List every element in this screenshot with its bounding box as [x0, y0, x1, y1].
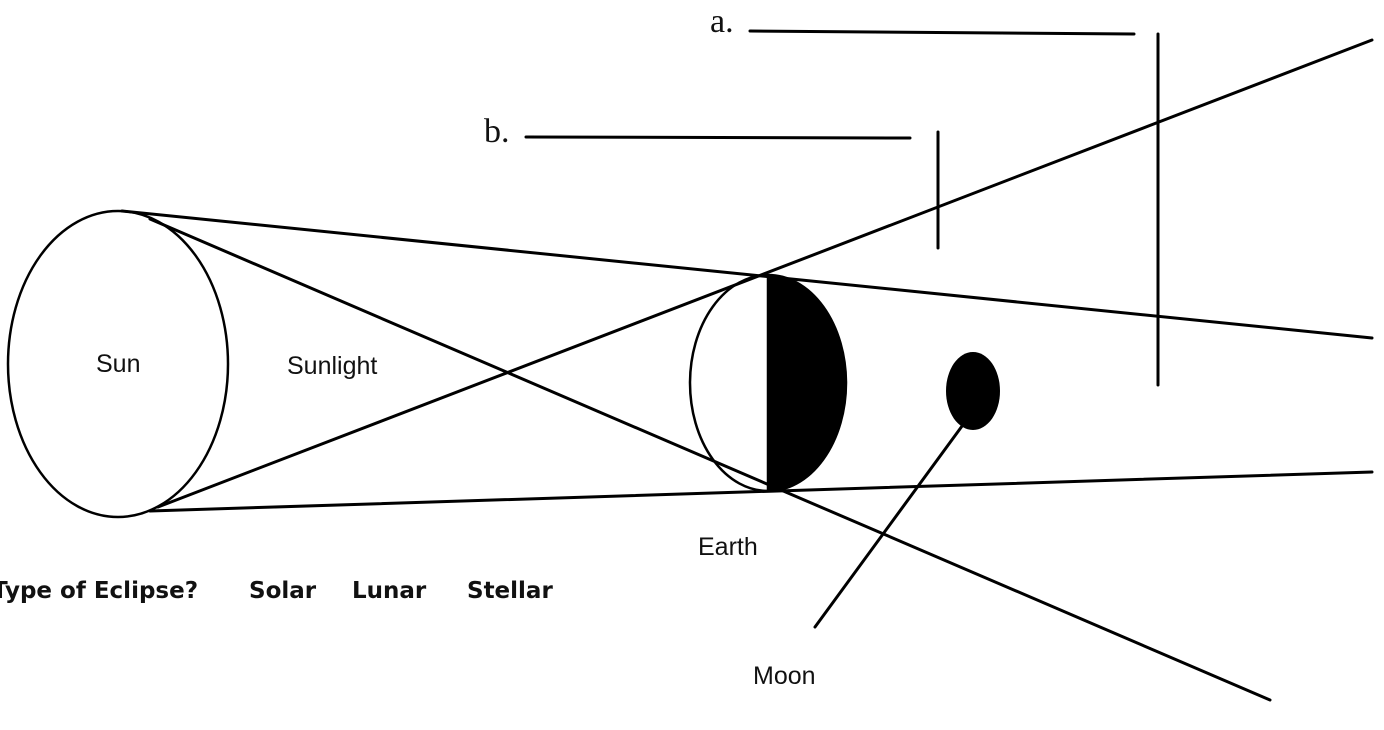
option-solar[interactable]: Solar: [249, 578, 317, 604]
cross-ray-up: [156, 38, 1374, 509]
label-b: b.: [484, 113, 510, 150]
label-a: a.: [710, 3, 734, 40]
earth-label: Earth: [698, 533, 758, 561]
moon-label: Moon: [753, 662, 816, 690]
sunlight-label: Sunlight: [287, 352, 377, 380]
blank-a[interactable]: [748, 29, 1136, 36]
outer-ray-top: [120, 209, 1374, 340]
moon-shape: [946, 352, 1000, 430]
moon-pointer-line: [813, 420, 967, 629]
option-stellar[interactable]: Stellar: [467, 578, 553, 604]
option-lunar[interactable]: Lunar: [352, 578, 427, 604]
sun-shape: [6, 209, 230, 519]
cross-ray-down: [148, 217, 1272, 702]
eclipse-question: Type of Eclipse?: [0, 578, 198, 604]
earth-night-side: [768, 275, 846, 491]
blank-b[interactable]: [524, 135, 912, 140]
sun-label: Sun: [96, 350, 140, 378]
